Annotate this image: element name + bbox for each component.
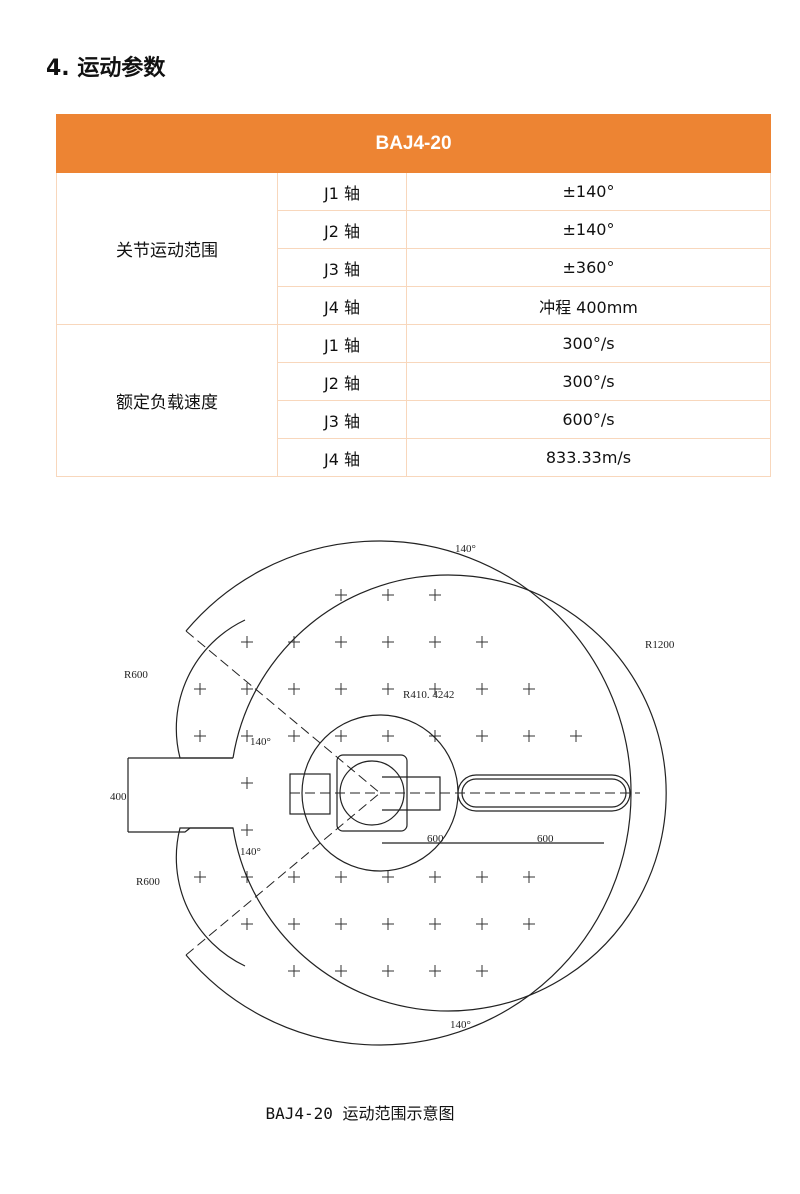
value-cell: 300°/s xyxy=(406,362,771,401)
r600-top-label: R600 xyxy=(124,669,148,681)
value-cell: 冲程 400mm xyxy=(406,286,771,325)
workspace-cross-mark xyxy=(429,918,441,930)
workspace-cross-mark xyxy=(476,636,488,648)
workspace-cross-mark xyxy=(382,636,394,648)
workspace-cross-mark xyxy=(382,589,394,601)
stroke-label: 400 xyxy=(110,791,127,803)
value-cell: 833.33m/s xyxy=(406,438,771,477)
angle-bottom-label: 140° xyxy=(450,1019,471,1031)
workspace-cross-mark xyxy=(382,871,394,883)
value-cell: ±140° xyxy=(406,210,771,249)
workspace-cross-mark xyxy=(382,730,394,742)
workspace-cross-mark xyxy=(476,683,488,695)
workspace-cross-mark xyxy=(288,871,300,883)
lower-r600-lobe xyxy=(175,827,246,967)
workspace-cross-mark xyxy=(194,871,206,883)
angle-inner-bottom-label: 140° xyxy=(240,846,261,858)
value-cell: 300°/s xyxy=(406,324,771,363)
axis-cell: J1 轴 xyxy=(277,324,407,363)
workspace-cross-mark xyxy=(429,730,441,742)
value-cell: ±140° xyxy=(406,172,771,211)
workspace-cross-mark xyxy=(335,965,347,977)
workspace-cross-mark xyxy=(241,683,253,695)
workspace-cross-mark xyxy=(335,871,347,883)
angle-inner-top-label: 140° xyxy=(250,736,271,748)
workspace-cross-mark xyxy=(570,730,582,742)
axis-cell: J3 轴 xyxy=(277,248,407,287)
workspace-cross-mark xyxy=(288,683,300,695)
workspace-cross-mark xyxy=(194,730,206,742)
workspace-cross-mark xyxy=(335,918,347,930)
workspace-cross-mark xyxy=(476,730,488,742)
angle-top-label: 140° xyxy=(455,543,476,555)
workspace-cross-mark xyxy=(476,965,488,977)
value-cell: ±360° xyxy=(406,248,771,287)
workspace-cross-mark xyxy=(476,871,488,883)
workspace-cross-mark xyxy=(288,918,300,930)
value-cell: 600°/s xyxy=(406,400,771,439)
workspace-cross-mark xyxy=(429,965,441,977)
workspace-cross-mark xyxy=(335,730,347,742)
axis-cell: J4 轴 xyxy=(277,438,407,477)
table-row: J2 轴±140° xyxy=(57,210,771,249)
group-label: 额定负载速度 xyxy=(56,324,278,477)
motion-range-diagram: 140° 140° 140° 140° R1200 R600 R600 R410… xyxy=(110,540,675,1046)
axis-cell: J2 轴 xyxy=(277,210,407,249)
length-2-label: 600 xyxy=(537,833,554,845)
axis-cell: J1 轴 xyxy=(277,172,407,211)
workspace-cross-mark xyxy=(335,636,347,648)
workspace-cross-mark xyxy=(194,683,206,695)
workspace-cross-mark xyxy=(429,683,441,695)
r600-bottom-label: R600 xyxy=(136,876,160,888)
workspace-cross-mark xyxy=(288,636,300,648)
workspace-cross-mark xyxy=(429,871,441,883)
r1200-label: R1200 xyxy=(645,639,675,651)
cable-connector xyxy=(289,773,331,815)
table-row: J3 轴±360° xyxy=(57,248,771,287)
outer-range-arc xyxy=(185,540,632,1046)
diagram-caption: BAJ4-20 运动范围示意图 xyxy=(265,1104,455,1123)
workspace-cross-mark xyxy=(523,683,535,695)
workspace-cross-mark xyxy=(241,824,253,836)
section-title: 4. 运动参数 xyxy=(46,56,166,81)
workspace-cross-mark xyxy=(382,965,394,977)
workspace-cross-mark xyxy=(523,730,535,742)
workspace-cross-mark xyxy=(382,683,394,695)
workspace-cross-mark xyxy=(382,918,394,930)
workspace-cross-mark xyxy=(429,636,441,648)
workspace-cross-mark xyxy=(288,730,300,742)
upper-r600-lobe xyxy=(175,619,246,759)
length-1-label: 600 xyxy=(427,833,444,845)
workspace-cross-mark xyxy=(241,636,253,648)
axis-cell: J3 轴 xyxy=(277,400,407,439)
workspace-cross-mark xyxy=(241,730,253,742)
axis-cell: J4 轴 xyxy=(277,286,407,325)
r410-label: R410. 4242 xyxy=(403,689,454,701)
group-label: 关节运动范围 xyxy=(56,172,278,325)
axis-cell: J2 轴 xyxy=(277,362,407,401)
table-row: J4 轴冲程 400mm xyxy=(57,286,771,325)
arm-slot xyxy=(457,774,631,812)
workspace-cross-mark xyxy=(523,918,535,930)
workspace-cross-mark xyxy=(241,918,253,930)
workspace-cross-mark xyxy=(335,683,347,695)
workspace-cross-mark xyxy=(429,589,441,601)
table-header: BAJ4-20 xyxy=(56,114,771,173)
workspace-cross-mark xyxy=(241,777,253,789)
workspace-cross-mark xyxy=(335,589,347,601)
workspace-cross-mark xyxy=(288,965,300,977)
workspace-cross-mark xyxy=(476,918,488,930)
workspace-cross-mark xyxy=(523,871,535,883)
